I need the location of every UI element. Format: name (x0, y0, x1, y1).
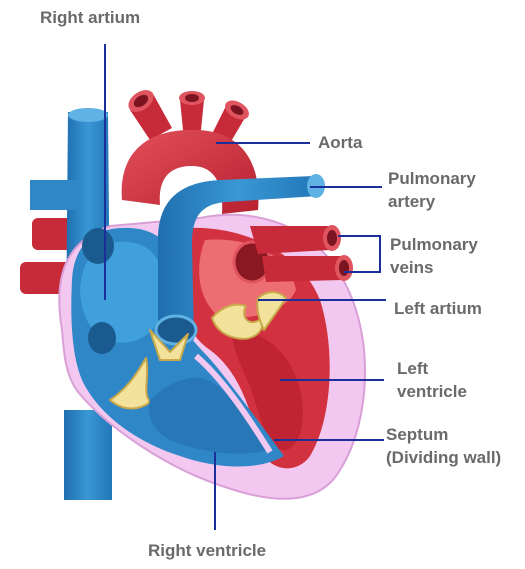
pulmonary-valve-ring (156, 316, 196, 344)
label-pulmonary-artery: Pulmonary artery (388, 167, 476, 213)
label-right-ventricle: Right ventricle (148, 539, 266, 562)
label-pulmonary-veins-line1: Pulmonary (390, 233, 478, 256)
label-left-ventricle-line1: Left (397, 357, 467, 380)
label-pulmonary-artery-line2: artery (388, 190, 476, 213)
label-pulmonary-artery-line1: Pulmonary (388, 167, 476, 190)
label-left-atrium: Left artium (394, 297, 482, 320)
label-aorta: Aorta (318, 131, 362, 154)
label-septum-line2: (Dividing wall) (386, 446, 501, 469)
vena-cava-opening-upper (82, 228, 114, 264)
label-septum-line1: Septum (386, 423, 501, 446)
vena-cava-opening-lower (88, 322, 116, 354)
label-pulmonary-veins: Pulmonary veins (390, 233, 478, 279)
label-left-ventricle: Left ventricle (397, 357, 467, 403)
label-septum: Septum (Dividing wall) (386, 423, 501, 469)
label-right-atrium: Right artium (40, 6, 140, 29)
label-pulmonary-veins-line2: veins (390, 256, 478, 279)
label-left-ventricle-line2: ventricle (397, 380, 467, 403)
